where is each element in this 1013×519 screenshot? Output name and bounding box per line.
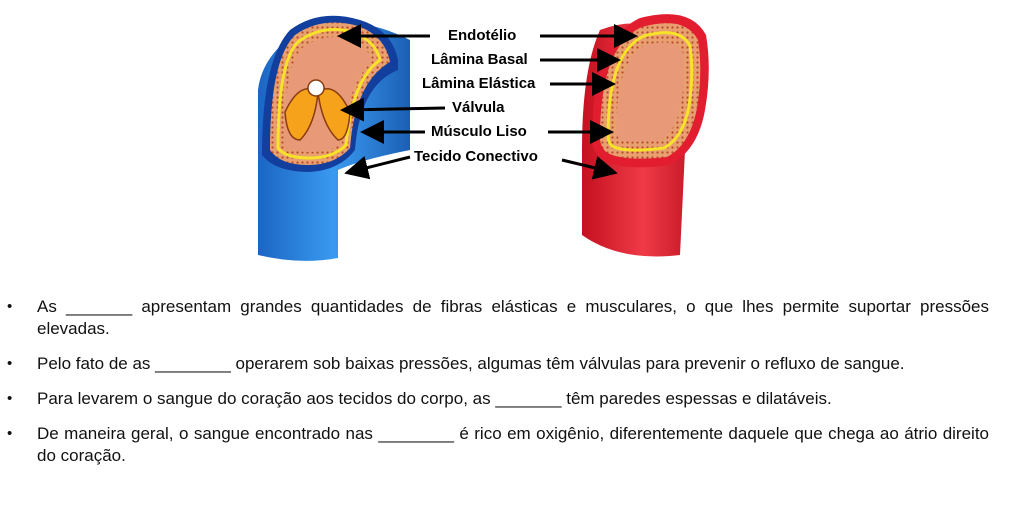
label-lamina-basal: Lâmina Basal bbox=[431, 51, 528, 68]
statement-text: Pelo fato de as ________ operarem sob ba… bbox=[37, 354, 905, 373]
bullet: • bbox=[7, 355, 13, 372]
statement-list: • As _______ apresentam grandes quantida… bbox=[0, 296, 1013, 480]
label-tecido-conectivo: Tecido Conectivo bbox=[414, 148, 538, 165]
label-endotelio: Endotélio bbox=[448, 27, 517, 44]
statement-item: • De maneira geral, o sangue encontrado … bbox=[0, 423, 1013, 467]
vein-elastic-line bbox=[276, 28, 382, 160]
label-musculo-liso: Músculo Liso bbox=[431, 123, 527, 140]
artery bbox=[582, 14, 709, 257]
bullet: • bbox=[7, 390, 13, 407]
statement-item: • Pelo fato de as ________ operarem sob … bbox=[0, 353, 1013, 375]
valve-icon bbox=[284, 79, 351, 141]
label-lamina-elastica: Lâmina Elástica bbox=[422, 75, 536, 92]
bullet: • bbox=[7, 298, 13, 315]
blood-vessel-diagram: Endotélio Lâmina Basal Lâmina Elástica V… bbox=[258, 14, 709, 261]
statement-text: De maneira geral, o sangue encontrado na… bbox=[37, 424, 989, 465]
bullet: • bbox=[7, 425, 13, 442]
vein bbox=[258, 15, 410, 261]
label-arrows bbox=[337, 24, 638, 180]
statement-text: As _______ apresentam grandes quantidade… bbox=[37, 297, 989, 338]
statement-text: Para levarem o sangue do coração aos tec… bbox=[37, 389, 832, 408]
label-valvula: Válvula bbox=[452, 99, 505, 116]
statement-item: • Para levarem o sangue do coração aos t… bbox=[0, 388, 1013, 410]
vessel-illustration bbox=[258, 14, 709, 261]
artery-lumen bbox=[616, 42, 685, 142]
arrow-tecido-left bbox=[344, 155, 411, 180]
arrow-valvula bbox=[340, 97, 446, 122]
statement-item: • As _______ apresentam grandes quantida… bbox=[0, 296, 1013, 340]
arrow-tecido-right bbox=[561, 156, 618, 180]
